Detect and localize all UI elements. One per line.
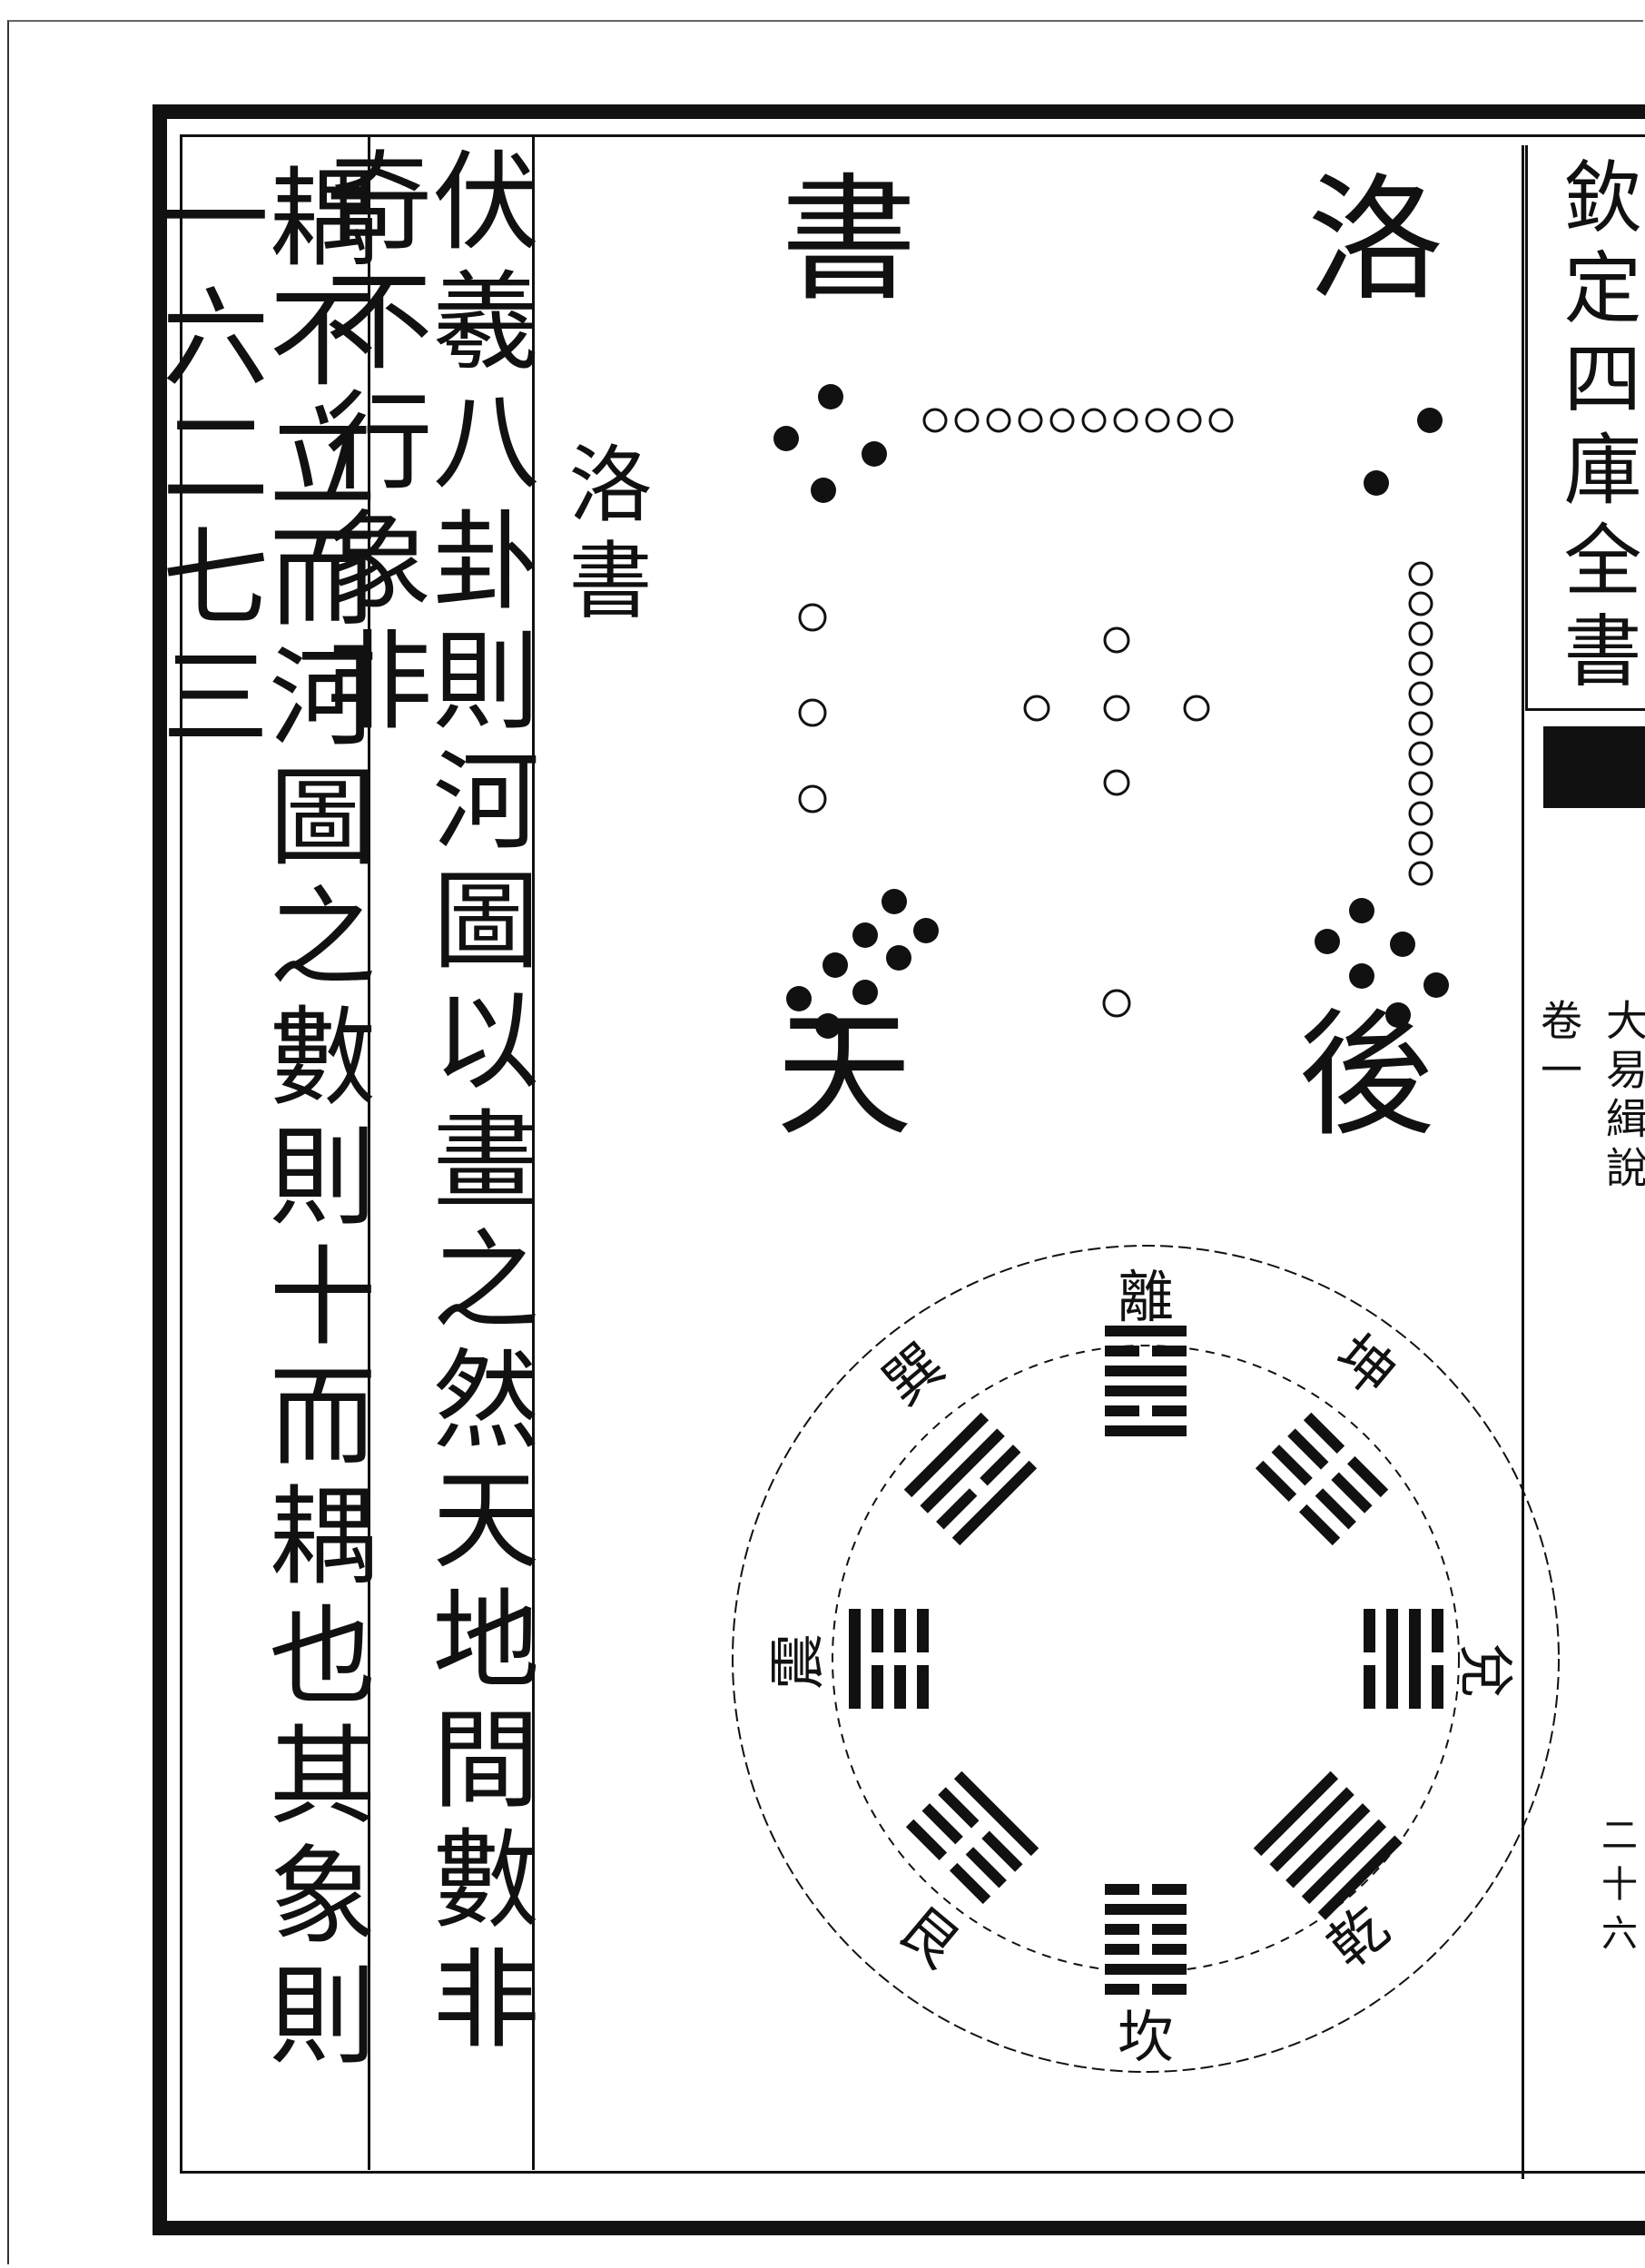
outer-ring: [732, 1245, 1560, 2073]
trigram-bottom: [1105, 1884, 1187, 1995]
page-number: 二十六: [1595, 1816, 1637, 1963]
header-rule: [1522, 145, 1524, 2179]
title-char-bottom-left: 天: [776, 997, 913, 1155]
trigram-bottom-left: [905, 1770, 1039, 1905]
fishtail-mark: [1543, 726, 1645, 808]
column-divider: [368, 136, 370, 2170]
scan-edge: [7, 20, 1643, 2264]
trigram-name-bottom-left: 艮: [887, 1894, 972, 1981]
volume-label: 卷一: [1534, 999, 1583, 1097]
trigram-top: [1105, 1326, 1187, 1436]
trigram-top-left: [903, 1412, 1038, 1546]
trigram-name-top-left: 巽: [871, 1331, 956, 1418]
black-dot-group-bottom-left: [786, 889, 939, 1039]
text-column-middle: 伏羲八卦則河圖以畫之然天地間數非奇不行象非: [307, 145, 539, 2063]
white-dot-row-top: [922, 408, 1234, 433]
title-char-top-right: 洛: [1307, 162, 1444, 320]
white-dot-bottom-center: [1102, 989, 1131, 1018]
trigram-right: [1364, 1609, 1443, 1709]
inner-page-frame: [180, 134, 1645, 2174]
diagram-label: 洛書: [555, 440, 652, 633]
white-dot-column-left: [798, 603, 827, 814]
book-title: 大易緝說: [1600, 999, 1645, 1195]
white-dot-column-right: [1408, 561, 1433, 886]
column-divider: [532, 136, 535, 2170]
trigram-name-top: 離: [1118, 1264, 1174, 1330]
trigram-top-right: [1255, 1412, 1389, 1546]
trigram-name-top-right: 坤: [1323, 1322, 1408, 1409]
header-box: [1525, 145, 1645, 711]
text-column-left: 耦不立而河圖之數則十而耦也其象則一六二七三: [143, 162, 376, 2079]
trigram-name-bottom: 坎: [1118, 2004, 1174, 2070]
title-char-bottom-right: 後: [1298, 997, 1435, 1155]
trigram-name-right: 兌: [1453, 1642, 1519, 1699]
trigram-name-left: 震: [764, 1633, 831, 1690]
trigram-left: [849, 1609, 929, 1709]
black-dot-group-bottom-right: [1315, 898, 1449, 1028]
outer-page-frame: [153, 104, 1645, 2235]
title-char-top-left: 書: [781, 162, 918, 320]
white-dot-center-cross: [1023, 626, 1210, 796]
black-dot-group-top-right: [1364, 408, 1443, 496]
trigram-bottom-right: [1253, 1770, 1403, 1920]
black-dot-group-top-left: [773, 384, 887, 503]
collection-title: 欽定四庫全書: [1550, 156, 1640, 701]
